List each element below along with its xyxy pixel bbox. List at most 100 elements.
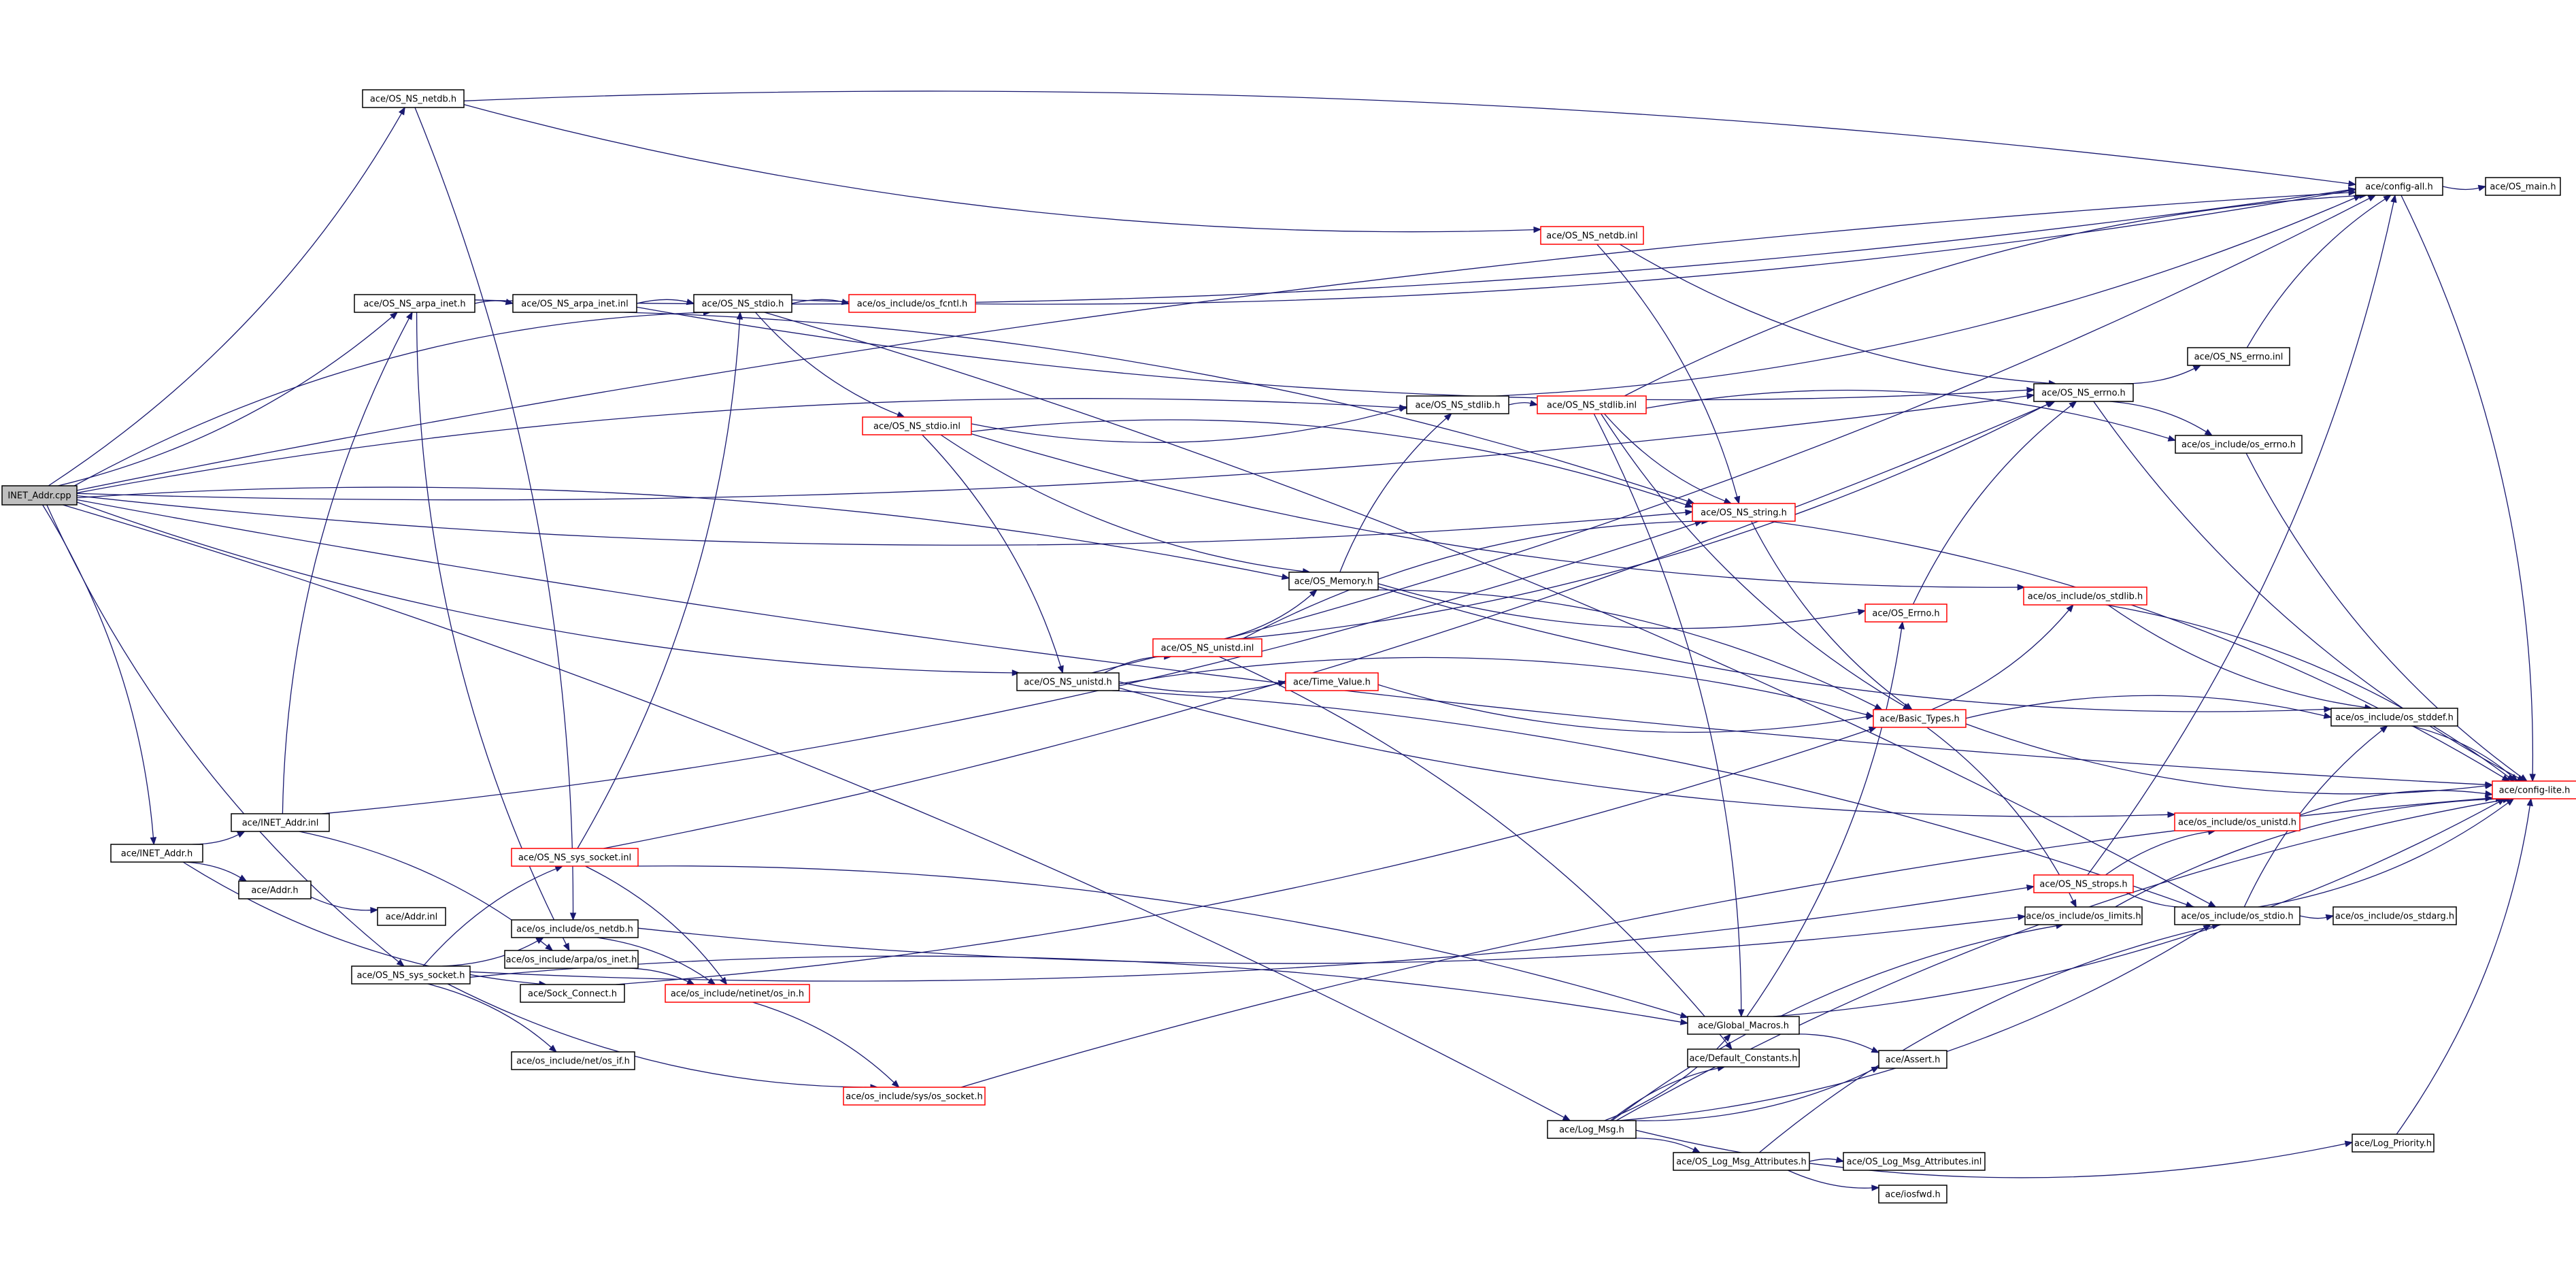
node-label: ace/OS_NS_string.h — [1701, 508, 1787, 518]
node-label: ace/Log_Priority.h — [2354, 1139, 2432, 1149]
node-os-netdb[interactable]: ace/os_include/os_netdb.h — [511, 919, 639, 938]
edge-arrowhead — [2526, 797, 2533, 807]
node-label: ace/OS_Errno.h — [1872, 609, 1939, 619]
edge-line — [2105, 604, 2509, 778]
node-os-ns-stdio-inl[interactable]: ace/OS_NS_stdio.inl — [862, 416, 972, 435]
node-arpa-inet[interactable]: ace/os_include/arpa/os_inet.h — [504, 950, 639, 969]
node-sock-connect[interactable]: ace/Sock_Connect.h — [520, 984, 625, 1003]
node-label: ace/OS_Memory.h — [1294, 577, 1373, 587]
node-addr-inl[interactable]: ace/Addr.inl — [377, 907, 446, 926]
node-os-ns-unistd-h[interactable]: ace/OS_NS_unistd.h — [1016, 672, 1120, 691]
node-os-ns-stdlib-h[interactable]: ace/OS_NS_stdlib.h — [1406, 395, 1509, 414]
node-os-ns-netdb-inl[interactable]: ace/OS_NS_netdb.inl — [1540, 226, 1644, 245]
node-sys-socket[interactable]: ace/os_include/sys/os_socket.h — [843, 1087, 986, 1106]
node-label: ace/os_include/sys/os_socket.h — [846, 1092, 982, 1102]
edge-arrowhead — [2485, 790, 2494, 797]
node-time-value[interactable]: ace/Time_Value.h — [1285, 672, 1379, 691]
node-os-stdarg[interactable]: ace/os_include/os_stdarg.h — [2332, 906, 2457, 925]
edge-line — [1224, 594, 1312, 640]
dependency-edge-root-to-os_ns_stdlib_h — [76, 398, 1408, 494]
node-os-unistd[interactable]: ace/os_include/os_unistd.h — [2174, 812, 2301, 831]
edge-line — [1237, 404, 2047, 640]
node-os-ns-netdb-h[interactable]: ace/OS_NS_netdb.h — [362, 89, 465, 108]
edge-line — [1377, 583, 1859, 629]
dependency-edge-os_ns_netdb_inl-to-os_ns_errno_h — [1619, 244, 2057, 387]
edge-arrowhead — [1533, 226, 1542, 233]
dependency-edge-os_ns_stdlib_h-to-os_ns_stdlib_inl — [1508, 399, 1539, 407]
node-inet-addr-h[interactable]: ace/INET_Addr.h — [110, 844, 203, 863]
node-log-priority[interactable]: ace/Log_Priority.h — [2352, 1134, 2435, 1153]
edge-line — [76, 501, 1013, 674]
node-label: ace/config-all.h — [2365, 182, 2433, 193]
node-box — [1285, 672, 1379, 691]
node-default-constants[interactable]: ace/Default_Constants.h — [1687, 1048, 1800, 1068]
node-os-ns-arpa-inet-h[interactable]: ace/OS_NS_arpa_inet.h — [354, 294, 475, 313]
node-netinet-in[interactable]: ace/os_include/netinet/os_in.h — [665, 984, 810, 1003]
node-assert-h[interactable]: ace/Assert.h — [1878, 1050, 1947, 1069]
edge-arrowhead — [2529, 774, 2536, 782]
node-os-errno[interactable]: ace/os_include/os_errno.h — [2175, 435, 2303, 454]
node-box — [1864, 604, 1947, 623]
node-box — [2492, 780, 2576, 799]
node-os-ns-stdlib-inl[interactable]: ace/OS_NS_stdlib.inl — [1537, 395, 1647, 414]
edge-line — [791, 299, 843, 304]
node-box — [354, 294, 475, 313]
edge-line — [474, 189, 2349, 305]
node-os-ns-strops[interactable]: ace/OS_NS_strops.h — [2033, 874, 2134, 893]
edge-line — [442, 940, 538, 967]
dependency-edge-os_ns_stdio_inl-to-os_ns_unistd_h — [922, 434, 1064, 674]
node-box — [1547, 1120, 1637, 1139]
node-net-if[interactable]: ace/os_include/net/os_if.h — [511, 1051, 635, 1070]
node-config-lite[interactable]: ace/config-lite.h — [2492, 780, 2576, 799]
node-box — [1016, 672, 1120, 691]
node-addr-h[interactable]: ace/Addr.h — [238, 880, 312, 899]
node-inet-addr-inl[interactable]: ace/INET_Addr.inl — [231, 813, 330, 832]
node-iosfwd[interactable]: ace/iosfwd.h — [1878, 1185, 1947, 1204]
node-os-ns-arpa-inet-inl[interactable]: ace/OS_NS_arpa_inet.inl — [512, 294, 637, 313]
dependency-edge-os_ns_string_h-to-basic_types — [1751, 520, 1913, 710]
node-os-fcntl[interactable]: ace/os_include/os_fcntl.h — [848, 294, 976, 313]
node-os-ns-string-h[interactable]: ace/OS_NS_string.h — [1692, 503, 1796, 522]
node-basic-types[interactable]: ace/Basic_Types.h — [1873, 709, 1967, 728]
edge-arrowhead — [1871, 1185, 1880, 1191]
node-global-macros[interactable]: ace/Global_Macros.h — [1687, 1016, 1800, 1035]
node-os-ns-errno-h[interactable]: ace/OS_NS_errno.h — [2033, 383, 2134, 402]
node-config-all[interactable]: ace/config-all.h — [2355, 177, 2443, 196]
edge-line — [2107, 604, 2365, 708]
dependency-edge-log_priority-to-config_lite — [2396, 797, 2533, 1135]
node-label: ace/OS_NS_netdb.h — [370, 95, 456, 105]
edge-line — [2299, 790, 2486, 816]
dependency-edge-os_ns_stdio_inl-to-os_ns_stdlib_h — [971, 406, 1408, 443]
node-label: ace/os_include/os_stdlib.h — [2028, 592, 2143, 602]
node-os-limits[interactable]: ace/os_include/os_limits.h — [2024, 906, 2143, 925]
node-os-ns-sys-socket-inl[interactable]: ace/OS_NS_sys_socket.inl — [511, 848, 639, 867]
node-os-ns-unistd-inl[interactable]: ace/OS_NS_unistd.inl — [1152, 638, 1262, 657]
edge-arrowhead — [2379, 725, 2388, 733]
dependency-edge-os_ns_unistd_h-to-config_all — [1091, 195, 2377, 674]
node-label: ace/Basic_Types.h — [1879, 714, 1959, 725]
dependency-edge-os_limits-to-config_lite — [2115, 795, 2504, 908]
edge-arrowhead — [390, 312, 399, 320]
edge-arrowhead — [1679, 1019, 1689, 1025]
edge-arrowhead — [2323, 712, 2332, 719]
node-os-ns-errno-inl[interactable]: ace/OS_NS_errno.inl — [2187, 347, 2290, 366]
edge-line — [76, 499, 2486, 785]
node-label: ace/os_include/os_stdarg.h — [2335, 912, 2454, 922]
edge-line — [1616, 799, 2504, 1121]
node-os-log-msg-attr-h[interactable]: ace/OS_Log_Msg_Attributes.h — [1673, 1152, 1810, 1171]
node-os-ns-sys-socket-h[interactable]: ace/OS_NS_sys_socket.h — [351, 965, 471, 985]
node-os-stdlib[interactable]: ace/os_include/os_stdlib.h — [2023, 586, 2147, 606]
dependency-edge-addr_h-to-addr_inl — [310, 896, 379, 914]
node-os-log-msg-attr-inl[interactable]: ace/OS_Log_Msg_Attributes.inl — [1843, 1152, 1986, 1171]
node-os-stddef[interactable]: ace/os_include/os_stddef.h — [2330, 708, 2458, 727]
dependency-edge-log_msg-to-assert_h — [1632, 1066, 1880, 1121]
node-box — [2330, 708, 2458, 727]
node-os-stdio[interactable]: ace/os_include/os_stdio.h — [2174, 906, 2301, 925]
node-os-errno-h2[interactable]: ace/OS_Errno.h — [1864, 604, 1947, 623]
node-os-memory[interactable]: ace/OS_Memory.h — [1288, 572, 1379, 591]
node-os-ns-stdio-h[interactable]: ace/OS_NS_stdio.h — [693, 294, 792, 313]
dependency-edge-root-to-log_msg — [63, 504, 1571, 1121]
node-os-main[interactable]: ace/OS_main.h — [2485, 177, 2561, 196]
edge-arrowhead — [736, 311, 743, 320]
node-log-msg[interactable]: ace/Log_Msg.h — [1547, 1120, 1637, 1139]
